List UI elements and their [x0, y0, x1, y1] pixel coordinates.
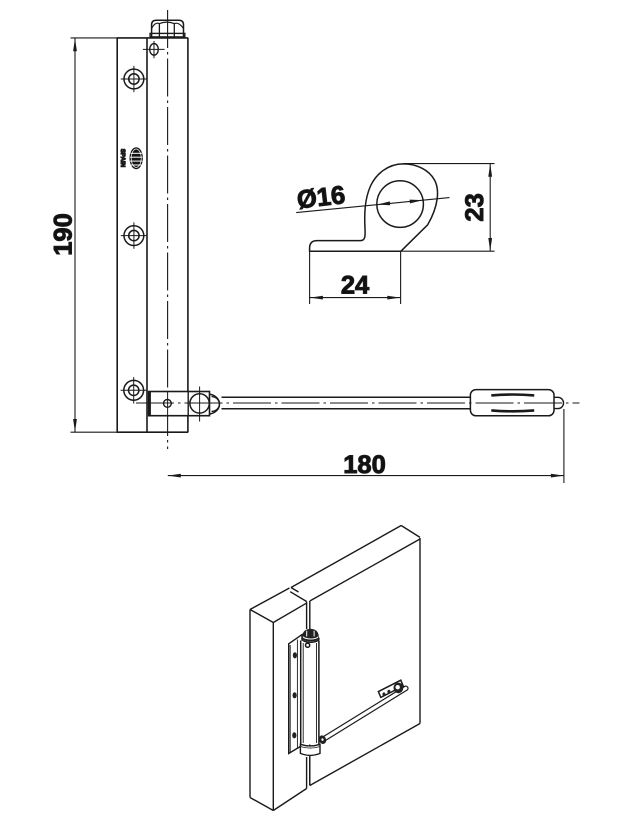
svg-text:23: 23	[461, 193, 489, 221]
svg-text:24: 24	[341, 272, 370, 300]
svg-text:190: 190	[49, 213, 77, 256]
svg-text:Ø16: Ø16	[296, 181, 347, 214]
svg-text:SPAIN: SPAIN	[119, 149, 126, 168]
svg-text:180: 180	[343, 451, 386, 479]
